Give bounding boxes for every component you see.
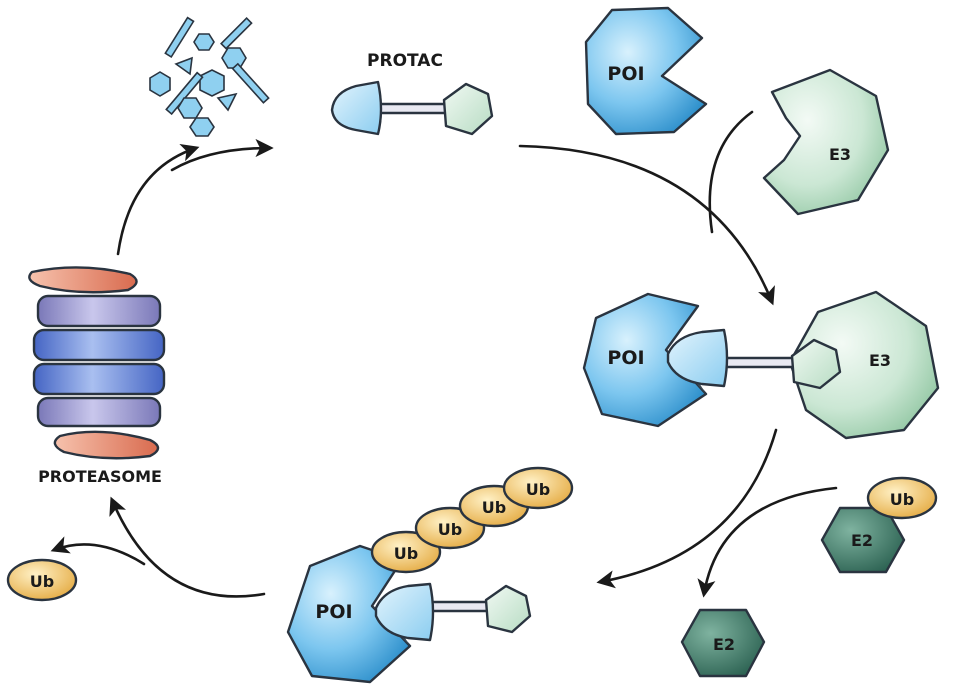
arrow-to-proteasome <box>109 496 266 598</box>
e2-label: E2 <box>851 531 873 550</box>
peptide-fragments-icon <box>149 16 270 137</box>
proteasome-icon: PROTEASOME <box>28 266 166 486</box>
poi-label-complex: POI <box>607 347 644 369</box>
e3-ligand-icon <box>442 82 494 136</box>
e3-label: E3 <box>829 145 851 164</box>
cycle-arrows <box>50 110 838 598</box>
released-ub: Ub <box>6 558 78 602</box>
ub-chain-3: Ub <box>482 498 506 517</box>
arrow-to-protac <box>170 138 274 172</box>
arrow-to-fragments <box>116 143 200 256</box>
ub-icon <box>866 476 938 520</box>
arrow-e2-release <box>697 486 838 598</box>
arrow-to-ubiquitination <box>596 428 778 589</box>
poi-ligand-icon <box>330 80 383 136</box>
e2-label-free: E2 <box>713 635 735 654</box>
arrow-join-poi-e3 <box>708 110 754 234</box>
poi-protein-top: POI <box>584 6 708 136</box>
ub-chain-4: Ub <box>526 480 550 499</box>
ub-label-e2: Ub <box>890 490 914 509</box>
e2-enzyme-free: E2 <box>680 608 766 678</box>
poi-label: POI <box>607 63 644 85</box>
e2-enzyme-with-ub: E2 Ub <box>820 476 938 574</box>
ub-chain-1: Ub <box>394 544 418 563</box>
poi-label-ub: POI <box>315 601 352 623</box>
ub-chain-2: Ub <box>438 520 462 539</box>
ubiquitinated-poi: POI Ub Ub Ub Ub <box>286 466 574 684</box>
protac-label: PROTAC <box>367 51 443 71</box>
ub-label-free: Ub <box>30 572 54 591</box>
ternary-complex: E3 POI <box>582 290 940 440</box>
protac-molecule: PROTAC <box>330 51 494 136</box>
e3-label-complex: E3 <box>869 351 891 370</box>
proteasome-label: PROTEASOME <box>38 467 162 486</box>
arrow-ub-release <box>50 536 146 566</box>
e3-ligase-top: E3 <box>762 68 890 216</box>
arrow-to-ternary <box>518 144 775 306</box>
